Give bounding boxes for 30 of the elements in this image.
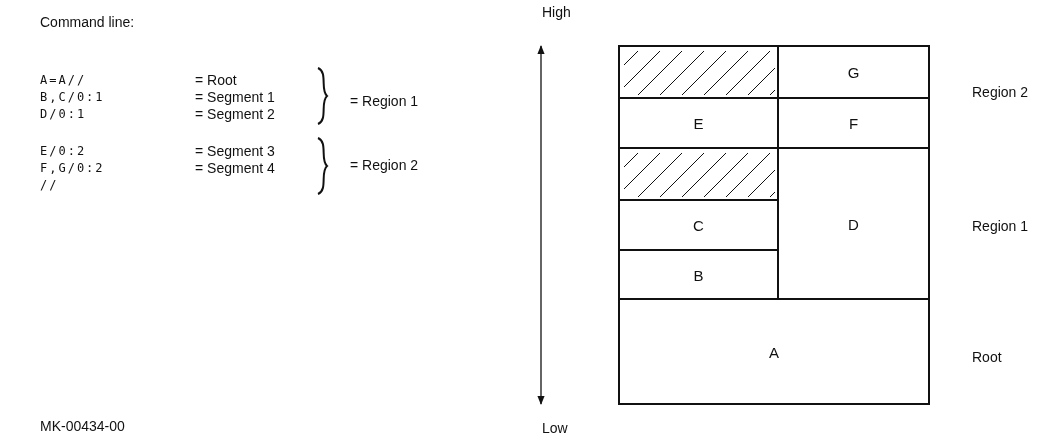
region-label: Region 2 <box>972 84 1029 100</box>
region-label: = Region 2 <box>350 157 419 173</box>
hatched-block <box>618 45 779 99</box>
block-label: G <box>847 63 860 81</box>
segment-label: = Root <box>195 72 237 88</box>
memory-block <box>777 45 930 99</box>
region-label: = Region 1 <box>350 93 419 109</box>
axis-label: High <box>542 4 571 20</box>
command-text: F,G/0:2 <box>40 160 105 176</box>
segment-label: = Segment 1 <box>195 89 275 105</box>
command-text: A=A// <box>40 72 87 88</box>
region-label: Region 1 <box>972 218 1029 234</box>
block-label: B <box>693 266 704 283</box>
block-label: D <box>848 215 859 232</box>
heading: Command line: <box>40 14 135 30</box>
axis-label: Low <box>542 420 568 436</box>
block-label: F <box>848 114 859 132</box>
memory-block <box>618 298 930 405</box>
block-label: A <box>769 343 779 360</box>
region-label: Root <box>972 349 1002 365</box>
command-text: // <box>40 177 59 193</box>
segment-label: = Segment 4 <box>195 160 275 176</box>
command-text: E/0:2 <box>40 143 87 159</box>
command-text: D/0:1 <box>40 106 87 122</box>
command-text: B,C/0:1 <box>40 89 105 105</box>
block-label: E <box>693 114 704 132</box>
block-label: C <box>693 216 704 234</box>
segment-label: = Segment 2 <box>195 106 275 122</box>
segment-label: = Segment 3 <box>195 143 275 159</box>
figure-code: MK-00434-00 <box>40 418 125 434</box>
